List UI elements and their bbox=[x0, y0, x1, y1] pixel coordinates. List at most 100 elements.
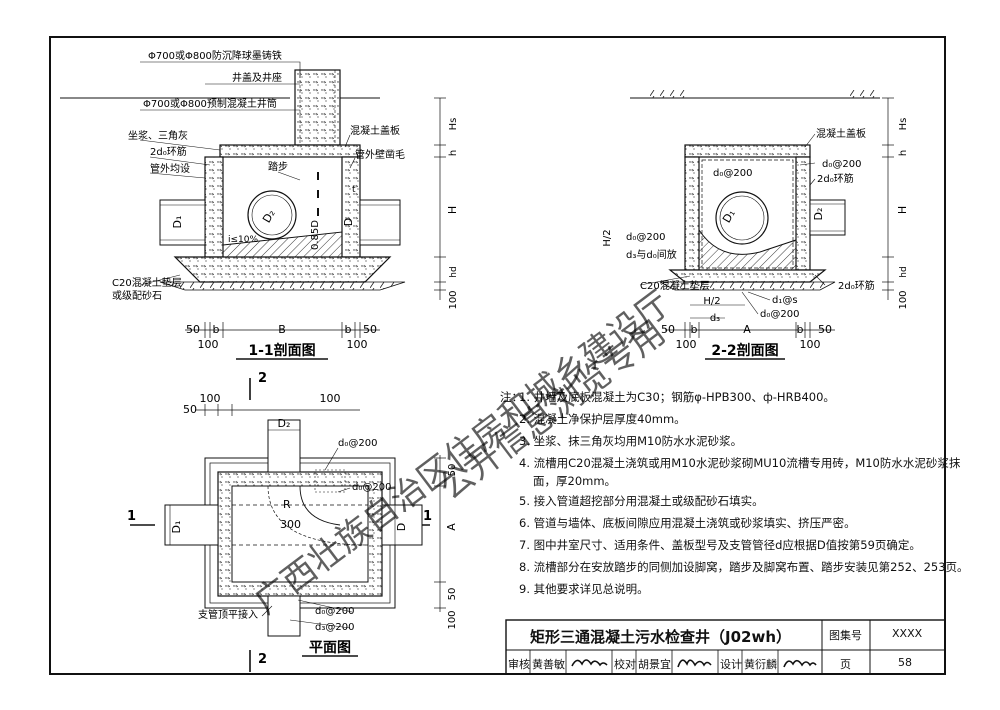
s1-D2: D₂ bbox=[260, 207, 278, 225]
drawing-title: 矩形三通混凝土污水检查井（J02wh） bbox=[530, 628, 791, 646]
s2-rebar4: d₀@200 bbox=[626, 232, 665, 243]
plan-D1: D₁ bbox=[170, 521, 183, 534]
s1-D: D bbox=[342, 218, 355, 226]
review-label: 审核 bbox=[508, 658, 530, 671]
branch-pipe-circle bbox=[247, 190, 297, 240]
s2-100: 100 bbox=[898, 290, 909, 309]
s2-dim-100a: 100 bbox=[676, 338, 697, 351]
designer-name: 黄衍麟 bbox=[744, 658, 777, 671]
plan-A: A bbox=[445, 523, 458, 531]
signatures bbox=[571, 659, 817, 668]
s2-rebar1: d₀@200 bbox=[822, 159, 861, 170]
section-1-1-title: 1-1剖面图 bbox=[248, 342, 315, 359]
atlas-label: 图集号 bbox=[829, 629, 862, 642]
s2-dim-100b: 100 bbox=[800, 338, 821, 351]
s1-depth: 0.85D bbox=[310, 220, 321, 250]
page-number: 58 bbox=[898, 656, 912, 669]
title-block bbox=[505, 619, 946, 675]
s2-dim-50a: 50 bbox=[661, 323, 675, 336]
plan-dim-50a: 50 bbox=[183, 403, 197, 416]
s1-ring: 2d₀环筋 bbox=[150, 145, 187, 158]
s2-d0: d₀@200 bbox=[760, 309, 799, 320]
plan-dim-100b: 100 bbox=[320, 392, 341, 405]
note-4: 4. 流槽用C20混凝土浇筑或用M10水泥砂浆砌MU10流槽专用砖，M10防水水… bbox=[519, 456, 961, 470]
atlas-number: XXXX bbox=[892, 627, 923, 640]
note-2: 2. 混凝土净保护层厚度40mm。 bbox=[519, 412, 686, 426]
plan-title: 平面图 bbox=[309, 640, 351, 656]
s1-rough: 管外壁凿毛 bbox=[355, 148, 405, 161]
s1-h: h bbox=[448, 150, 459, 156]
plan-D2: D₂ bbox=[278, 417, 291, 430]
section-2-2: Hs h H hd 100 混凝土盖板 d₀@200 2d₀环筋 d₀@200 … bbox=[602, 90, 909, 360]
s2-h: h bbox=[898, 150, 909, 156]
main-pipe-circle bbox=[715, 191, 769, 245]
plan-dim-50c: 50 bbox=[447, 588, 458, 601]
s1-slope: i≤10% bbox=[228, 235, 258, 245]
design-label: 设计 bbox=[720, 658, 742, 671]
s1-step: 踏步 bbox=[268, 160, 288, 173]
s1-cover: Φ700或Φ800防沉降球墨铸铁 bbox=[148, 49, 282, 62]
plan-view: 2 2 1 1 bbox=[127, 371, 458, 672]
section-1-1: Hs h H hd 100 Φ700或Φ800防沉降球墨铸铁 井盖及井座 Φ70… bbox=[60, 49, 459, 360]
note-9: 9. 其他要求详见总说明。 bbox=[519, 582, 649, 596]
outer-frame bbox=[49, 36, 946, 675]
notes-heading: 注： bbox=[500, 390, 523, 404]
s1-Hs: Hs bbox=[448, 118, 459, 131]
s1-D1: D₁ bbox=[171, 216, 184, 229]
s2-Hs: Hs bbox=[898, 118, 909, 131]
plan-d0a: d₀@200 bbox=[338, 438, 377, 449]
plan-R: R bbox=[283, 498, 291, 511]
reviewer-name: 黄善敏 bbox=[532, 658, 565, 671]
s2-H: H bbox=[896, 206, 909, 214]
s1-dim-B: B bbox=[278, 323, 286, 336]
s2-d3: d₃ bbox=[710, 313, 720, 324]
s1-100: 100 bbox=[448, 290, 459, 309]
note-5: 5. 接入管道超挖部分用混凝土或级配砂石填实。 bbox=[519, 494, 764, 508]
s2-D2: D₂ bbox=[812, 208, 825, 221]
s2-H2v: H/2 bbox=[602, 229, 613, 246]
note-6: 6. 管道与墙体、底板间隙应用混凝土浇筑或砂浆填实、挤压严密。 bbox=[519, 516, 856, 530]
s1-dim-100a: 100 bbox=[198, 338, 219, 351]
s2-D1: D₁ bbox=[720, 207, 738, 225]
s1-dim-50b: 50 bbox=[363, 323, 377, 336]
plan-sec1-left: 1 bbox=[127, 509, 136, 524]
s1-H: H bbox=[446, 206, 459, 214]
s2-slab: 混凝土盖板 bbox=[816, 127, 866, 140]
cover-slab-2 bbox=[684, 144, 811, 158]
s1-dim-100b: 100 bbox=[347, 338, 368, 351]
s1-tube: Φ700或Φ800预制混凝土井筒 bbox=[143, 97, 277, 110]
s1-hd: hd bbox=[449, 266, 459, 277]
note-1: 1. 井墙及底板混凝土为C30；钢筋φ-HPB300、ф-HRB400。 bbox=[519, 390, 835, 404]
plan-D: D bbox=[395, 523, 408, 531]
s2-hd: hd bbox=[899, 266, 909, 277]
check-label: 校对 bbox=[614, 658, 636, 671]
note-3: 3. 坐浆、抹三角灰均用M10防水水泥砂浆。 bbox=[519, 434, 743, 448]
plan-sec1-right: 1 bbox=[423, 509, 432, 524]
s2-dim-b1: b bbox=[691, 323, 698, 336]
plan-dim-100a: 100 bbox=[200, 392, 221, 405]
plan-sec2-top: 2 bbox=[258, 371, 267, 386]
note-4-cont: 面，厚20mm。 bbox=[533, 474, 617, 488]
s2-rebar3: d₀@200 bbox=[713, 168, 752, 179]
s2-rebar2: 2d₀环筋 bbox=[817, 172, 854, 185]
s1-fill: 管外均设 bbox=[150, 162, 190, 175]
s1-base: C20混凝土垫层 bbox=[112, 276, 182, 289]
s1-dim-b1: b bbox=[213, 323, 220, 336]
note-7: 7. 图中井室尺寸、适用条件、盖板型号及支管管径d应根据D值按第59页确定。 bbox=[519, 538, 921, 552]
s1-seat: 井盖及井座 bbox=[232, 71, 282, 84]
cover-slab-1 bbox=[219, 144, 361, 158]
s2-rebar5: d₃与d₀间放 bbox=[626, 248, 677, 261]
plan-d0b: d₀@200 bbox=[352, 482, 391, 493]
s2-dim-A: A bbox=[743, 323, 751, 336]
s2-dim-50b: 50 bbox=[818, 323, 832, 336]
checker-name: 胡景宜 bbox=[638, 658, 671, 671]
s1-dim-b2: b bbox=[345, 323, 352, 336]
s2-base: C20混凝土垫层 bbox=[640, 279, 710, 292]
page-label: 页 bbox=[840, 658, 851, 671]
section-2-2-title: 2-2剖面图 bbox=[711, 342, 778, 359]
plan-d0c: d₀@200 bbox=[315, 606, 354, 617]
plan-branch: 支管顶平接入 bbox=[198, 608, 258, 621]
s1-mortar: 坐浆、三角灰 bbox=[128, 129, 188, 142]
plan-dim-50b: 50 bbox=[447, 464, 458, 477]
